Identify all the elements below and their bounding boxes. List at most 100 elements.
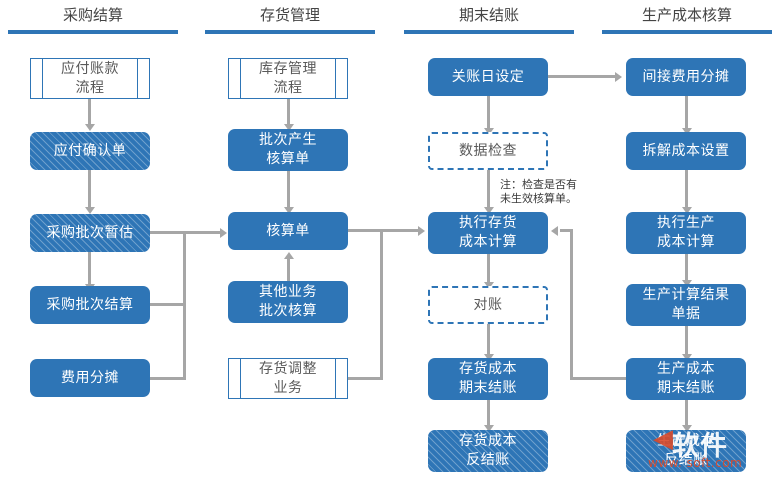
node-label: 应付确认单 [53, 142, 127, 159]
connector-c1n3-c1n4 [88, 252, 91, 286]
arrowhead-right [220, 228, 227, 238]
arrowhead-down [682, 354, 692, 361]
node-label: 费用分摊 [61, 369, 119, 386]
column-rule-inventory [205, 30, 375, 34]
node-expense-allocation[interactable]: 费用分摊 [30, 359, 150, 397]
node-label: 生产成本 反结账 [657, 433, 715, 468]
node-run-inventory-cost-calc[interactable]: 执行存货 成本计算 [428, 212, 548, 254]
node-label: 执行存货 成本计算 [459, 215, 517, 250]
connector-c4n4-c4n5 [685, 326, 688, 356]
arrowhead-down [484, 354, 494, 361]
arrowhead-down [682, 425, 692, 432]
node-label: 数据检查 [459, 142, 517, 159]
node-batch-generate-acct-doc[interactable]: 批次产生 核算单 [228, 129, 348, 171]
connector-c3n5-c3n6 [487, 400, 490, 428]
node-purchase-batch-settlement[interactable]: 采购批次结算 [30, 286, 150, 324]
node-label: 对账 [473, 296, 503, 313]
node-payable-confirmation[interactable]: 应付确认单 [30, 132, 150, 170]
node-label: 存货成本 反结账 [459, 433, 517, 468]
node-label: 关账日设定 [451, 68, 525, 85]
arrowhead-down [682, 207, 692, 214]
arrowhead-down [284, 207, 294, 214]
node-accounting-document[interactable]: 核算单 [228, 212, 348, 250]
connector-col3-to-col4-top [548, 75, 618, 78]
node-other-business-batch-accounting[interactable]: 其他业务 批次核算 [228, 281, 348, 323]
column-header-procurement: 采购结算 [62, 6, 123, 24]
arrowhead-left [551, 226, 558, 236]
node-disassembly-cost-setting[interactable]: 拆解成本设置 [626, 132, 746, 170]
node-label: 采购批次暂估 [46, 224, 134, 241]
node-label: 其他业务 批次核算 [259, 284, 317, 319]
node-label: 库存管理 流程 [259, 60, 317, 96]
node-label: 批次产生 核算单 [259, 132, 317, 167]
arrowhead-down [484, 425, 494, 432]
node-production-cost-unclose[interactable]: 生产成本 反结账 [626, 430, 746, 472]
connector-c1n3-bus [150, 231, 186, 234]
node-label: 间接费用分摊 [642, 68, 730, 85]
connector-col2-merge-bus [380, 229, 383, 380]
connector-c2n3-bus [348, 229, 383, 232]
arrowhead-right [418, 226, 425, 236]
node-run-production-cost-calc[interactable]: 执行生产 成本计算 [626, 212, 746, 254]
connector-c4n2-c4n3 [685, 170, 688, 210]
node-purchase-batch-provisional[interactable]: 采购批次暂估 [30, 214, 150, 252]
arrowhead-down [484, 282, 494, 289]
connector-c2n4-c2n3 [287, 258, 290, 281]
arrowhead-down [484, 128, 494, 135]
arrowhead-right [615, 72, 622, 82]
column-rule-procurement [8, 30, 178, 34]
node-closing-date-setting[interactable]: 关账日设定 [428, 58, 548, 96]
column-rule-production-cost [602, 30, 772, 34]
connector-c4n1-c4n2 [685, 96, 688, 130]
node-label: 生产计算结果 单据 [642, 287, 730, 322]
connector-col1-merge-bus [183, 231, 186, 380]
column-header-inventory: 存货管理 [259, 6, 320, 24]
node-inventory-cost-period-close[interactable]: 存货成本 期末结账 [428, 358, 548, 400]
connector-c4n5-c4n6 [685, 400, 688, 428]
connector-c2n2-c2n3 [287, 171, 290, 209]
connector-c2n5-bus [348, 377, 383, 380]
connector-feedback-bottom [570, 377, 626, 380]
node-label: 存货调整 业务 [259, 360, 317, 396]
connector-col1-to-col2 [183, 231, 222, 234]
arrowhead-down [284, 124, 294, 131]
connector-c4n3-c4n4 [685, 254, 688, 282]
arrowhead-down [682, 280, 692, 287]
node-production-calc-result-doc[interactable]: 生产计算结果 单据 [626, 284, 746, 326]
connector-feedback-top [560, 229, 573, 232]
connector-c1n1-c1n2 [88, 99, 91, 126]
connector-c1n5-bus [150, 377, 186, 380]
column-header-period-close: 期末结账 [458, 6, 519, 24]
node-inventory-adjustment-business[interactable]: 存货调整 业务 [228, 358, 348, 399]
arrowhead-down [682, 128, 692, 135]
connector-c1n2-c1n3 [88, 170, 91, 209]
connector-feedback-riser [570, 229, 573, 380]
connector-c3n3-c3n4 [487, 254, 490, 284]
connector-c2n1-c2n2 [287, 99, 290, 126]
column-header-production-cost: 生产成本核算 [641, 6, 732, 24]
node-label: 采购批次结算 [46, 296, 134, 313]
note-data-check: 注：检查是否有 未生效核算单。 [500, 178, 577, 205]
connector-c1n4-bus [150, 303, 186, 306]
node-reconciliation[interactable]: 对账 [428, 286, 548, 324]
node-indirect-expense-allocation[interactable]: 间接费用分摊 [626, 58, 746, 96]
node-label: 生产成本 期末结账 [657, 361, 715, 396]
node-label: 应付账款 流程 [61, 60, 119, 96]
node-inventory-cost-unclose[interactable]: 存货成本 反结账 [428, 430, 548, 472]
connector-col2-to-col3 [380, 229, 420, 232]
node-accounts-payable-process[interactable]: 应付账款 流程 [30, 58, 150, 99]
node-label: 存货成本 期末结账 [459, 361, 517, 396]
arrowhead-up [284, 252, 294, 259]
column-rule-period-close [404, 30, 574, 34]
arrowhead-down [484, 207, 494, 214]
node-data-check[interactable]: 数据检查 [428, 132, 548, 170]
node-label: 执行生产 成本计算 [657, 215, 715, 250]
node-production-cost-period-close[interactable]: 生产成本 期末结账 [626, 358, 746, 400]
arrowhead-down [85, 124, 95, 131]
connector-c3n2-c3n3 [487, 170, 490, 210]
node-inventory-mgmt-process[interactable]: 库存管理 流程 [228, 58, 348, 99]
connector-c3n4-c3n5 [487, 324, 490, 356]
node-label: 核算单 [266, 222, 310, 239]
arrowhead-down [85, 207, 95, 214]
